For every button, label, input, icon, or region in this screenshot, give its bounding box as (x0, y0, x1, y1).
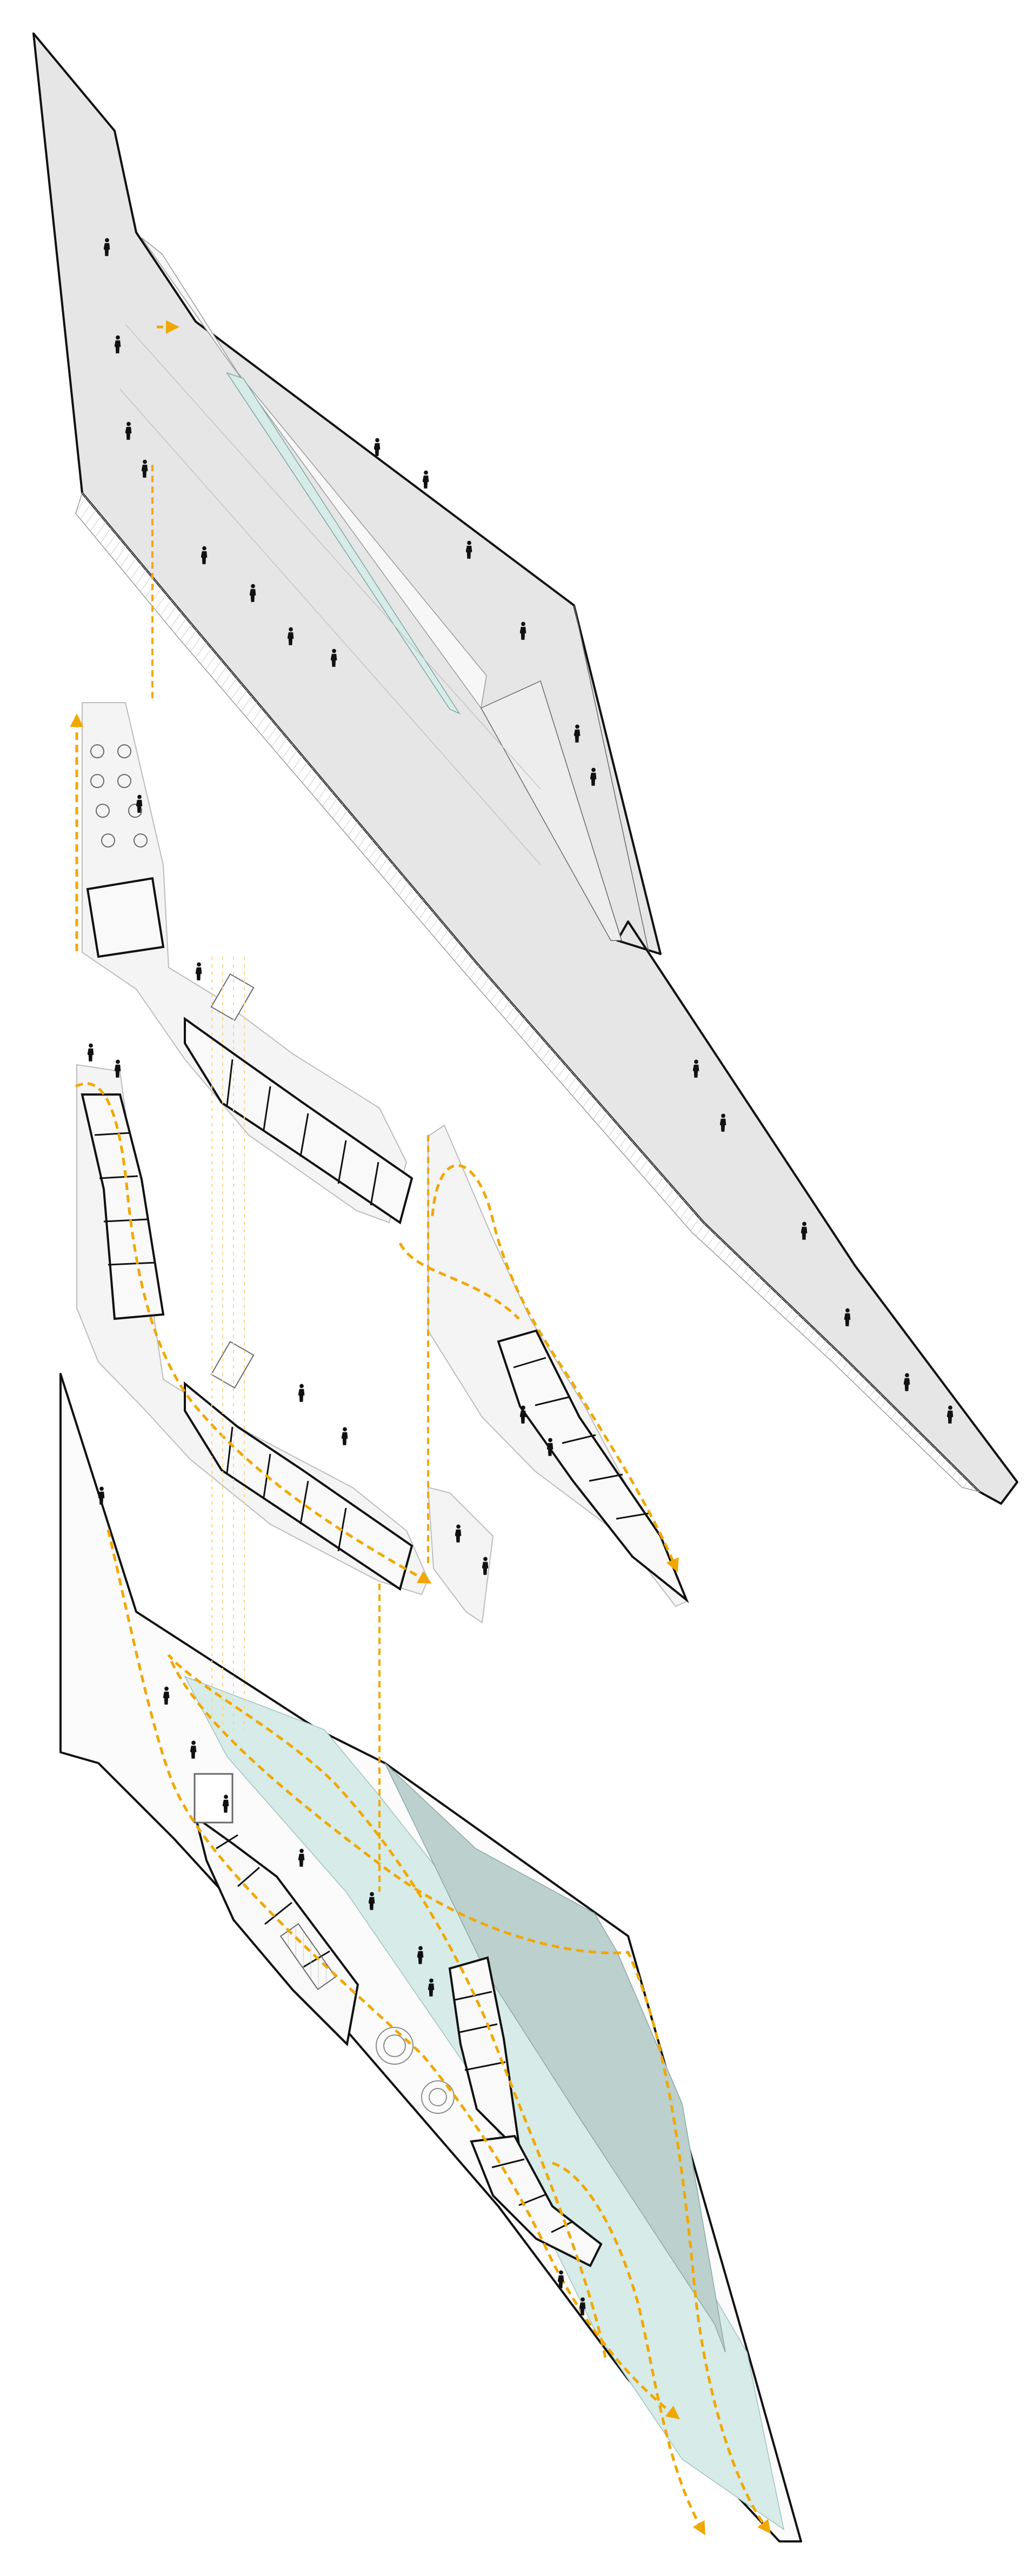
person-icon (88, 1043, 94, 1062)
ground-floor-level (59, 1373, 802, 2542)
upper-floor-room-box (86, 877, 165, 958)
ground-floor-circulation-inner (106, 1529, 680, 2420)
middle-floor-circulation-left (75, 1082, 432, 1584)
upper-floor-tables (90, 744, 148, 847)
upper-floor-level (70, 702, 414, 1225)
roof-stair-band (75, 492, 981, 1493)
middle-floor-circulation-right (431, 1164, 679, 1573)
ground-floor-circulation-outer (167, 1654, 771, 2534)
ground-floor-water-dark (384, 1763, 726, 2353)
roof-level (32, 32, 1018, 1505)
vertical-connections (151, 465, 429, 1892)
upper-floor-rooms-strip (184, 1017, 414, 1225)
roof-light-well (480, 680, 623, 941)
roof-water-channel (226, 372, 461, 715)
upper-floor-slab (82, 702, 408, 1224)
middle-floor-level (75, 1064, 689, 1624)
table-icon (90, 744, 104, 758)
middle-floor-deck (427, 1486, 494, 1624)
tree-icon (376, 2027, 414, 2065)
person-icon (342, 1427, 348, 1445)
middle-floor-room-box-right (497, 1329, 689, 1604)
person-icon (196, 962, 202, 980)
person-icon (374, 438, 381, 456)
roof-courtyard (141, 237, 487, 709)
middle-floor-rooms-strip (184, 1381, 414, 1591)
person-icon (298, 1384, 305, 1402)
person-icon (423, 470, 429, 489)
